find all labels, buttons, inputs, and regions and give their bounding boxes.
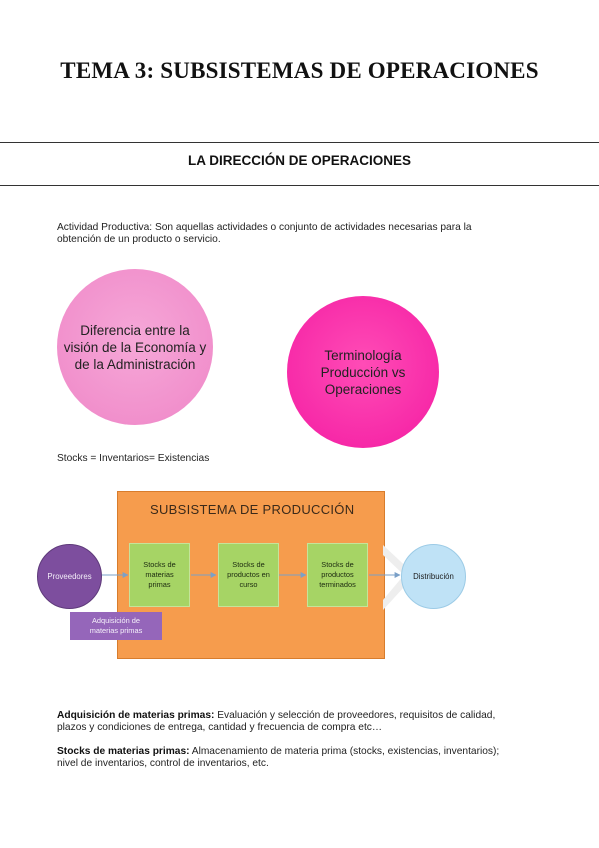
production-vs-operations-circle: Terminología Producción vs Operaciones	[287, 296, 439, 448]
acquisition-term: Adquisición de materias primas:	[57, 710, 215, 721]
acquisition-text-1: Evaluación y selección de proveedores, r…	[214, 710, 496, 721]
distribution-node: Distribución	[401, 544, 466, 609]
acquisition-text-2: plazos y condiciones de entrega, cantida…	[57, 722, 383, 733]
work-in-progress-stock-box: Stocks de productos en curso	[218, 543, 279, 607]
raw-materials-stock-box: Stocks de materias primas	[129, 543, 190, 607]
economy-vs-administration-circle: Diferencia entre la visión de la Economí…	[57, 269, 213, 425]
subsystem-title: SUBSISTEMA DE PRODUCCIÓN	[150, 502, 355, 517]
page-title: TEMA 3: SUBSISTEMAS DE OPERACIONES	[60, 58, 539, 83]
acquisition-definition: Adquisición de materias primas: Evaluaci…	[57, 710, 547, 734]
intro-paragraph: Actividad Productiva: Son aquellas activ…	[57, 222, 547, 246]
acquisition-definition-line-1: Adquisición de materias primas: Evaluaci…	[57, 710, 547, 722]
raw-materials-acquisition-tag: Adquisición de materias primas	[70, 612, 162, 640]
intro-line-2: obtención de un producto o servicio.	[57, 234, 221, 245]
raw-stock-text-2: nivel de inventarios, control de inventa…	[57, 758, 269, 769]
raw-stock-term: Stocks de materias primas:	[57, 746, 190, 757]
section-heading: LA DIRECCIÓN DE OPERACIONES	[187, 153, 412, 168]
supplier-node: Proveedores	[37, 544, 102, 609]
intro-line-1: Actividad Productiva: Son aquellas activ…	[57, 222, 472, 233]
top-rule	[0, 142, 599, 143]
bottom-rule	[0, 185, 599, 186]
economy-vs-administration-label: Diferencia entre la visión de la Economí…	[63, 322, 207, 372]
raw-stock-definition: Stocks de materias primas: Almacenamient…	[57, 746, 547, 770]
finished-goods-stock-box: Stocks de productos terminados	[307, 543, 368, 607]
raw-stock-definition-line-1: Stocks de materias primas: Almacenamient…	[57, 746, 547, 758]
production-vs-operations-label: Terminología Producción vs Operaciones	[320, 347, 406, 397]
raw-stock-text-1: Almacenamiento de materia prima (stocks,…	[189, 746, 500, 757]
stocks-definition: Stocks = Inventarios= Existencias	[57, 453, 210, 464]
